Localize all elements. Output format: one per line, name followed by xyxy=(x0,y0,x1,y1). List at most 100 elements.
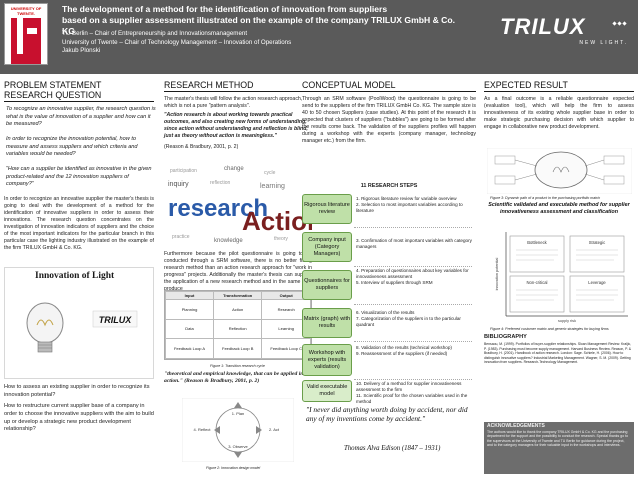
light-bulb-icon: TRILUX xyxy=(26,302,138,353)
svg-text:reflection: reflection xyxy=(210,180,231,186)
poster-affiliations: TU Berlin – Chair of Entrepreneurship an… xyxy=(62,30,462,56)
table-cell: Feedback Loop B xyxy=(213,338,263,359)
affiliation-1: TU Berlin – Chair of Entrepreneurship an… xyxy=(62,30,248,37)
step-box-workshop: Workshop with experts (results validatio… xyxy=(302,344,352,376)
figure-2-caption: Figure 2: Innovation design model xyxy=(206,466,261,470)
trilux-tagline: NEW LIGHT. xyxy=(579,40,628,46)
svg-text:inquiry: inquiry xyxy=(168,181,189,188)
method-para-1: The master's thesis will follow the acti… xyxy=(164,96,303,109)
figure-4-caption: Figure 4: Preferred customer matrix and … xyxy=(490,327,609,331)
step-item: 8. Validation of the results (technical … xyxy=(356,345,452,350)
research-question-title: RESEARCH QUESTION xyxy=(4,90,102,100)
research-question-2: In order to recognize the innovation pot… xyxy=(6,136,138,158)
table-cell: Data xyxy=(164,318,215,340)
matrix-cell-label: Leverage xyxy=(588,280,606,285)
col3-rule xyxy=(302,91,476,92)
research-question-4: How to assess an existing supplier in or… xyxy=(4,384,150,398)
table-header: Input xyxy=(164,291,215,300)
cycle-label: 4. Reflect xyxy=(194,427,212,432)
col2-rule xyxy=(164,91,312,92)
action-research-word-cloud: participation change cycle inquiry refle… xyxy=(164,160,312,246)
figure-1-caption: Figure 1: Transition research cycle xyxy=(210,364,265,368)
step-separator xyxy=(354,379,472,380)
step-separator xyxy=(354,304,472,305)
table-cell: Feedback Loop A xyxy=(164,338,215,359)
col4-rule xyxy=(484,91,634,92)
bibliography-title: BIBLIOGRAPHY xyxy=(484,334,527,340)
edison-quote: "I never did anything worth doing by acc… xyxy=(306,405,468,424)
research-steps-title: 11 RESEARCH STEPS xyxy=(360,183,418,189)
title-line-2: based on a supplier assessment illustrat… xyxy=(62,15,456,36)
step-items-1: 1. Rigorous literature review for variab… xyxy=(356,196,476,214)
purchasing-portfolio-figure xyxy=(487,148,632,194)
step-item: 5. Interview of suppliers through SRM xyxy=(356,280,433,285)
matrix-cell-label: Strategic xyxy=(589,240,606,245)
edison-quote-author: Thomas Alva Edison (1847 – 1931) xyxy=(344,445,441,452)
step-separator xyxy=(354,341,472,342)
title-line-1: The development of a method for the iden… xyxy=(62,4,388,14)
step-items-4: 6. Visualization of the results 7. Categ… xyxy=(356,310,476,328)
university-logo-text: UNIVERSITY OF TWENTE. xyxy=(10,6,42,16)
cloud-word-action: Action xyxy=(242,206,312,236)
svg-text:cycle: cycle xyxy=(264,170,276,176)
step-item: 9. Reassessment of the suppliers (if nee… xyxy=(356,351,448,356)
svg-text:theory: theory xyxy=(274,236,288,242)
step-box-valid-model: Valid executable model xyxy=(302,380,352,402)
expected-result-paragraph: As a final outcome is a reliable questio… xyxy=(484,96,634,130)
step-separator xyxy=(354,227,472,228)
trilux-logo: TRILUX NEW LIGHT. xyxy=(500,14,632,50)
step-item: 7. Categorization of the suppliers in to… xyxy=(356,316,461,327)
step-item: 4. Preparation of questionnaires about k… xyxy=(356,268,469,279)
step-items-5: 8. Validation of the results (technical … xyxy=(356,345,476,357)
cycle-label: 1. Plan xyxy=(232,411,244,416)
acknowledgements-box: ACKNOWLEDGEMENTS The authors would like … xyxy=(484,422,634,474)
step-item: 1. Rigorous literature review for variab… xyxy=(356,196,457,201)
preferred-customer-matrix-figure: Bottleneck Strategic Non-critical Levera… xyxy=(490,228,632,324)
figure-3-caption: Figure 3: Dynamic path of a product in t… xyxy=(490,196,601,200)
col4-title: EXPECTED RESULT xyxy=(484,80,568,90)
research-question-3: “How can a supplier be identified as inn… xyxy=(6,166,152,188)
step-item: 11. Scientific proof for the chosen vari… xyxy=(356,393,468,404)
table-row: Planning Action Research xyxy=(164,299,311,320)
col2-title: RESEARCH METHOD xyxy=(164,80,254,90)
method-quote: "Action research is about working toward… xyxy=(164,112,308,139)
step-box-literature-review: Rigorous literature review xyxy=(302,194,352,224)
university-logo: UNIVERSITY OF TWENTE. xyxy=(4,3,48,65)
cloud-word-research: research xyxy=(168,195,268,222)
author-name: Jakub Plonski xyxy=(62,47,101,55)
method-para-3: Furthermore because the pilot questionna… xyxy=(164,251,312,292)
bibliography-text: Bensaou, M. (1999). Portfolios of buyer-… xyxy=(484,342,632,365)
research-question-5: How to restructure current supplier base… xyxy=(4,403,154,433)
innovation-of-light-image: Innovation of Light TRILUX xyxy=(4,267,154,379)
step-items-6: 10. Delivery of a method for supplier in… xyxy=(356,381,476,405)
table-cell: Action xyxy=(213,299,263,320)
svg-text:knowledge: knowledge xyxy=(214,238,243,244)
poster-title: The development of a method for the iden… xyxy=(62,4,462,37)
trilux-diamond-icon xyxy=(612,12,628,26)
tu-berlin-logo-icon xyxy=(11,18,41,64)
table-row: Feedback Loop A Feedback Loop B Feedback… xyxy=(164,338,311,359)
cycle-label: 3. Observe xyxy=(228,444,248,449)
col3-title: CONCEPTUAL MODEL xyxy=(302,80,396,90)
matrix-cell-label: Non-critical xyxy=(527,280,548,285)
step-items-3: 4. Preparation of questionnaires about k… xyxy=(356,268,476,286)
step-separator xyxy=(354,266,472,267)
research-question-1: To recognize an innovative supplier, the… xyxy=(6,106,156,128)
transition-research-table: Input Transformation Output Planning Act… xyxy=(164,290,312,360)
step-item: 6. Visualization of the results xyxy=(356,310,415,315)
table-cell: Planning xyxy=(164,299,215,320)
acknowledgements-title: ACKNOWLEDGEMENTS xyxy=(487,423,545,429)
bulb-image-title: Innovation of Light xyxy=(35,271,115,281)
col1-rule xyxy=(4,101,154,102)
svg-text:participation: participation xyxy=(170,168,197,174)
poster-header: UNIVERSITY OF TWENTE. The development of… xyxy=(0,0,638,74)
svg-text:change: change xyxy=(224,166,244,172)
trilux-brand: TRILUX xyxy=(500,14,586,39)
step-item: 3. Confirmation of most important variab… xyxy=(356,238,472,249)
matrix-x-axis-label: supply risk xyxy=(558,319,576,323)
step-item: 2. Selection to most important variables… xyxy=(356,202,463,213)
problem-statement-title: PROBLEM STATEMENT xyxy=(4,80,102,90)
svg-text:learning: learning xyxy=(260,183,285,190)
step-item: 10. Delivery of a method for supplier in… xyxy=(356,381,462,392)
table-row: Data Reflection Learning xyxy=(164,318,311,340)
